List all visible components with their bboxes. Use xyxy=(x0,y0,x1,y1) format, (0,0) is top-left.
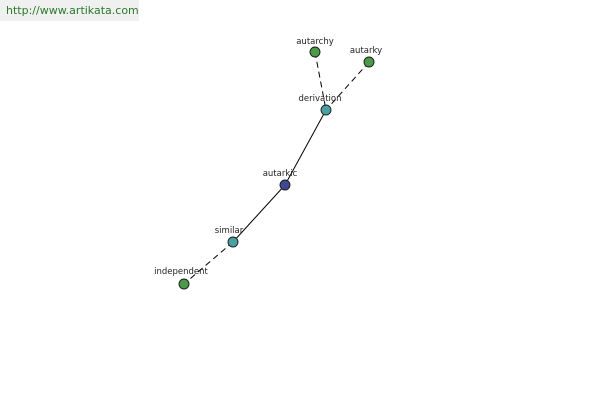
node-autarkic[interactable]: autarkic xyxy=(263,169,298,191)
node-label[interactable]: derivation xyxy=(298,94,341,104)
edge-autarky-derivation xyxy=(325,61,370,111)
url-bar: http://www.artikata.com xyxy=(0,0,139,21)
edge-derivation-autarkic xyxy=(284,109,327,186)
node-autarky[interactable]: autarky xyxy=(350,46,382,68)
node-marker[interactable] xyxy=(363,56,375,68)
node-marker[interactable] xyxy=(309,46,321,58)
node-derivation[interactable]: derivation xyxy=(298,94,342,116)
node-layer: autarchy autarky derivation autarkic similar… xyxy=(154,37,382,290)
node-label[interactable]: autarkic xyxy=(263,169,298,179)
website-link[interactable]: http://www.artikata.com xyxy=(6,4,139,17)
node-independent[interactable]: independent xyxy=(154,267,209,290)
node-marker[interactable] xyxy=(320,104,332,116)
node-marker[interactable] xyxy=(279,179,291,191)
edge-similar-independent xyxy=(183,241,234,285)
node-autarchy[interactable]: autarchy xyxy=(296,37,334,58)
node-label[interactable]: independent xyxy=(154,267,208,277)
edge-autarkic-similar xyxy=(232,184,286,243)
node-marker[interactable] xyxy=(227,236,239,248)
node-similar[interactable]: similar xyxy=(215,226,244,248)
edge-layer xyxy=(183,51,370,285)
node-label[interactable]: similar xyxy=(215,226,244,236)
node-label[interactable]: autarchy xyxy=(296,37,334,47)
node-label[interactable]: autarky xyxy=(350,46,382,56)
node-marker[interactable] xyxy=(178,278,190,290)
